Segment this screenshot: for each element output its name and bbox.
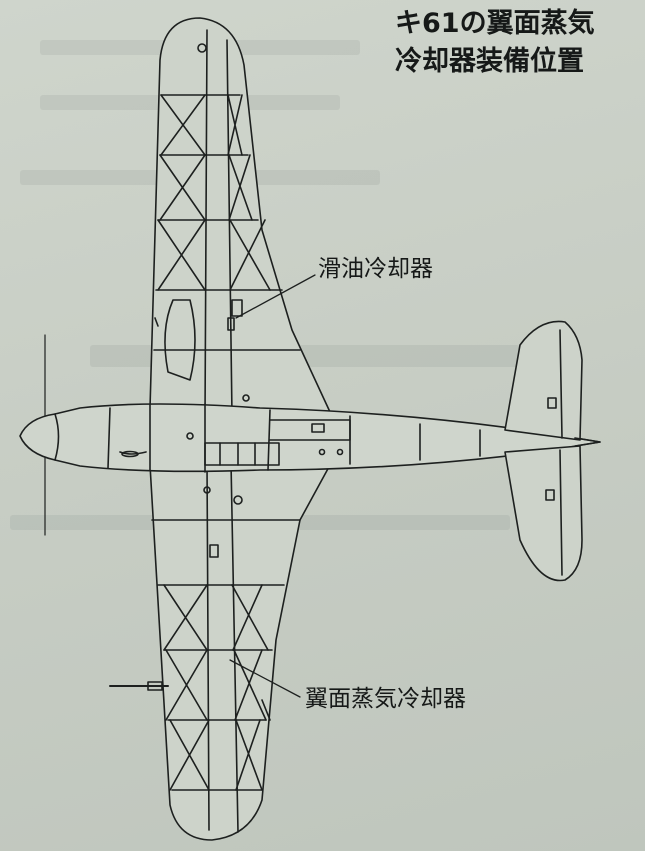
wing-steam-cooler-label: 翼面蒸気冷却器 (305, 686, 466, 712)
diagram-title-line2: 冷却器装備位置 (395, 46, 584, 77)
oil-cooler-leader (235, 274, 316, 319)
wing-cooler-leader (229, 659, 301, 698)
diagram-title-line1: キ61の翼面蒸気 (395, 8, 595, 39)
lower-wing (149, 461, 331, 841)
oil-cooler-label: 滑油冷却器 (318, 256, 433, 282)
tailplane (504, 320, 601, 582)
wing-gun-fairing (147, 681, 163, 691)
upper-wing (149, 17, 331, 419)
